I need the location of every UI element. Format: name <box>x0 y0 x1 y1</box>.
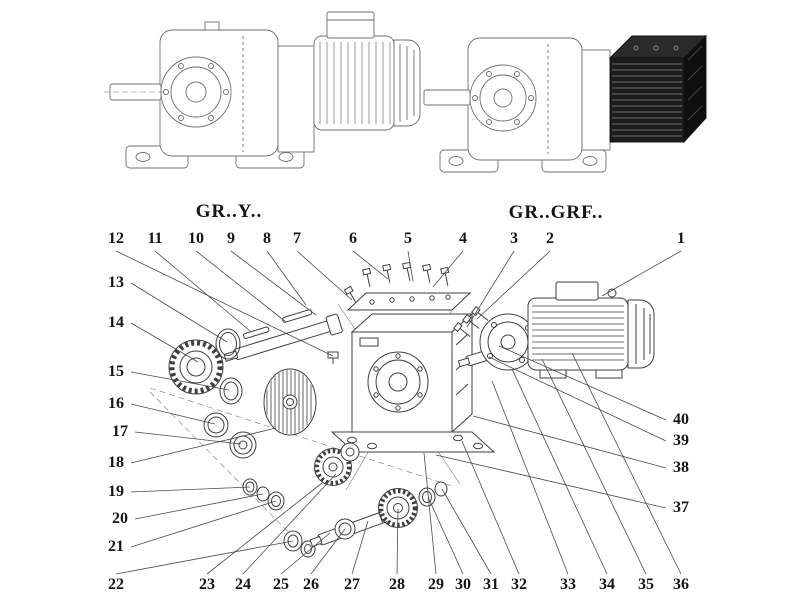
callout-28: 28 <box>389 576 405 593</box>
callout-23: 23 <box>199 576 215 593</box>
assembled-view-gr-grf <box>423 34 708 173</box>
callout-24: 24 <box>235 576 251 593</box>
callout-34: 34 <box>599 576 615 593</box>
assembled-view-gr-y <box>104 11 421 169</box>
callout-37: 37 <box>673 499 689 516</box>
callout-38: 38 <box>673 459 689 476</box>
callout-30: 30 <box>455 576 471 593</box>
callout-5: 5 <box>404 230 412 247</box>
callout-40: 40 <box>673 411 689 428</box>
model-label-gr-grf: GR..GRF.. <box>508 202 604 223</box>
callout-1: 1 <box>677 230 685 247</box>
callout-10: 10 <box>188 230 204 247</box>
callout-27: 27 <box>344 576 360 593</box>
callout-12: 12 <box>108 230 124 247</box>
callout-2: 2 <box>546 230 554 247</box>
callout-8: 8 <box>263 230 271 247</box>
callout-18: 18 <box>108 454 124 471</box>
callout-6: 6 <box>349 230 357 247</box>
callout-21: 21 <box>108 538 124 555</box>
callout-15: 15 <box>108 363 124 380</box>
callout-13: 13 <box>108 274 124 291</box>
callout-33: 33 <box>560 576 576 593</box>
callout-22: 22 <box>108 576 124 593</box>
callout-9: 9 <box>227 230 235 247</box>
seal-ring <box>219 377 243 405</box>
callout-29: 29 <box>428 576 444 593</box>
callout-11: 11 <box>147 230 163 247</box>
callout-7: 7 <box>293 230 301 247</box>
callout-3: 3 <box>510 230 518 247</box>
callout-26: 26 <box>303 576 319 593</box>
callout-19: 19 <box>108 483 124 500</box>
callout-35: 35 <box>638 576 654 593</box>
model-label-gr-y: GR..Y.. <box>195 201 263 222</box>
callout-39: 39 <box>673 432 689 449</box>
callout-14: 14 <box>108 314 124 331</box>
brake-motor-block <box>608 34 708 144</box>
callout-16: 16 <box>108 395 124 412</box>
callout-31: 31 <box>483 576 499 593</box>
callout-25: 25 <box>273 576 289 593</box>
callout-17: 17 <box>112 423 128 440</box>
callout-36: 36 <box>673 576 689 593</box>
large-gear <box>263 368 317 436</box>
callout-20: 20 <box>112 510 128 527</box>
callout-4: 4 <box>459 230 467 247</box>
gear-housing <box>327 312 496 453</box>
callout-32: 32 <box>511 576 527 593</box>
